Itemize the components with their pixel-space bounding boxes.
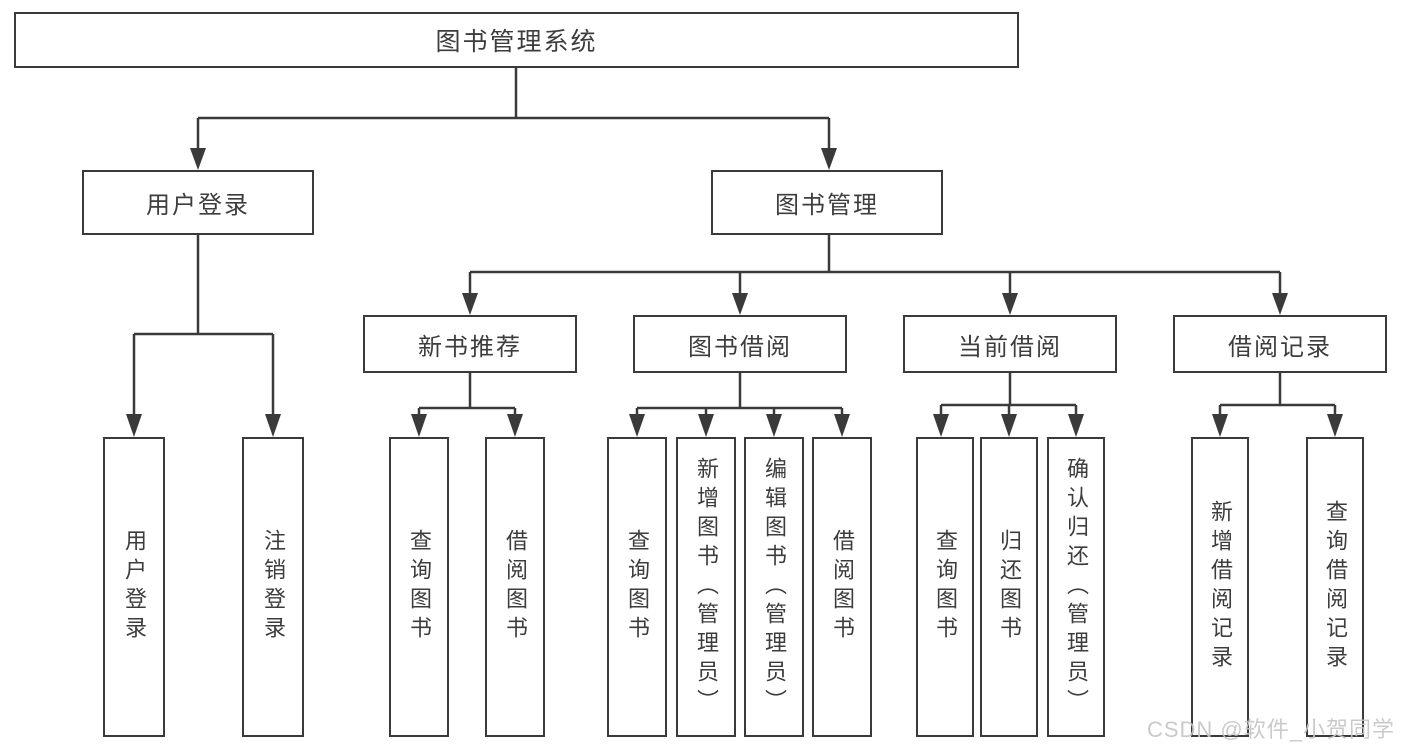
- leaf-bb-query-books: 查询图书: [607, 437, 667, 737]
- node-label: 当前借阅: [958, 333, 1062, 361]
- node-new-book-recommend: 新书推荐: [363, 315, 577, 373]
- leaf-cb-confirm-return-admin: 确认归还（管理员）: [1047, 437, 1105, 737]
- node-current-borrow: 当前借阅: [903, 315, 1117, 373]
- leaf-br-add-borrow-record: 新增借阅记录: [1191, 437, 1249, 737]
- leaf-cb-return-books: 归还图书: [980, 437, 1038, 737]
- leaf-label: 查询图书: [625, 529, 650, 645]
- leaf-label: 注销登录: [261, 529, 286, 645]
- leaf-cb-query-books: 查询图书: [916, 437, 974, 737]
- leaf-label: 归还图书: [997, 529, 1022, 645]
- leaf-br-query-borrow-record: 查询借阅记录: [1306, 437, 1364, 737]
- leaf-nb-query-books: 查询图书: [389, 437, 449, 737]
- node-borrow-records: 借阅记录: [1173, 315, 1387, 373]
- leaf-label: 查询借阅记录: [1323, 500, 1348, 674]
- node-label: 用户登录: [146, 192, 250, 219]
- leaf-logout: 注销登录: [242, 437, 304, 737]
- leaf-label: 新增借阅记录: [1208, 500, 1233, 674]
- leaf-label: 查询图书: [407, 529, 432, 645]
- node-label: 借阅记录: [1228, 333, 1332, 361]
- leaf-label: 借阅图书: [503, 529, 528, 645]
- node-label: 图书管理系统: [435, 28, 598, 56]
- leaf-label: 查询图书: [933, 529, 958, 645]
- node-label: 新书推荐: [418, 333, 522, 361]
- leaf-label: 编辑图书（管理员）: [762, 456, 787, 718]
- node-label: 图书管理: [775, 192, 879, 219]
- leaf-label: 新增图书（管理员）: [694, 456, 719, 718]
- leaf-label: 确认归还（管理员）: [1064, 456, 1089, 718]
- leaf-bb-borrow-books: 借阅图书: [812, 437, 872, 737]
- node-user-login: 用户登录: [82, 170, 314, 235]
- leaf-label: 用户登录: [122, 529, 147, 645]
- leaf-bb-edit-books-admin: 编辑图书（管理员）: [744, 437, 804, 737]
- node-label: 图书借阅: [688, 333, 792, 361]
- leaf-user-login: 用户登录: [103, 437, 165, 737]
- node-book-management: 图书管理: [711, 170, 943, 235]
- leaf-nb-borrow-books: 借阅图书: [485, 437, 545, 737]
- node-library-management-system: 图书管理系统: [14, 12, 1019, 68]
- leaf-bb-add-books-admin: 新增图书（管理员）: [676, 437, 736, 737]
- node-book-borrow: 图书借阅: [633, 315, 847, 373]
- csdn-watermark: CSDN @软件_小贺同学: [1146, 717, 1395, 742]
- leaf-label: 借阅图书: [830, 529, 855, 645]
